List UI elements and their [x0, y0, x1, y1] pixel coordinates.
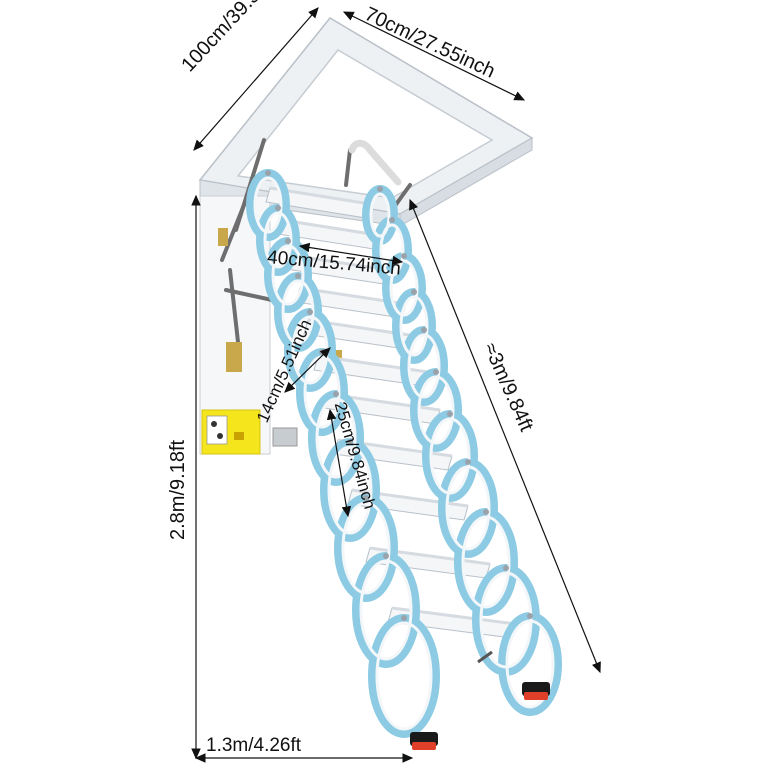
pivot-rivet — [527, 613, 533, 619]
pivot-rivet — [307, 309, 313, 315]
scissor-arm-inner — [375, 621, 433, 731]
scissor-arm-inner — [369, 192, 391, 238]
base-depth-label: 1.3m/4.26ft — [206, 735, 302, 756]
pivot-rivet — [295, 273, 301, 279]
step-spacing-line — [326, 408, 352, 518]
pivot-rivet — [401, 615, 407, 621]
scissor-arm-left — [368, 614, 440, 738]
pivot-rivet — [377, 186, 383, 192]
pivot-rivet — [447, 411, 453, 417]
pivot-rivet — [411, 289, 417, 295]
frame-length-line — [193, 7, 319, 151]
pivot-rivet — [465, 459, 471, 465]
brass-fittings — [218, 228, 342, 372]
pivot-rivet — [285, 238, 291, 244]
pivot-rivet — [421, 327, 427, 333]
pivot-rivet — [265, 170, 271, 176]
scissor-arm-inner — [263, 211, 293, 269]
dimension-lines — [191, 7, 601, 763]
ceiling-height-label: 2.8m/9.18ft — [167, 439, 189, 540]
hinge-mechanism — [220, 138, 412, 362]
pivot-rivet — [333, 391, 339, 397]
ladder-length-line — [409, 198, 601, 674]
scissor-arm-inner — [341, 501, 391, 595]
pivot-rivet — [401, 253, 407, 259]
pivot-rivet — [275, 205, 281, 211]
scissor-arm-inner — [271, 244, 305, 306]
pivot-rivet — [483, 509, 489, 515]
step-width-line — [298, 242, 404, 266]
pivot-rivet — [503, 565, 509, 571]
pivot-rivet — [383, 553, 389, 559]
scissor-arm-inner — [253, 176, 283, 234]
pivot-rivet — [363, 495, 369, 501]
pivot-rivet — [433, 369, 439, 375]
frame-width-line — [342, 11, 526, 101]
step-depth-line — [284, 347, 331, 393]
pivot-rivet — [389, 217, 395, 223]
